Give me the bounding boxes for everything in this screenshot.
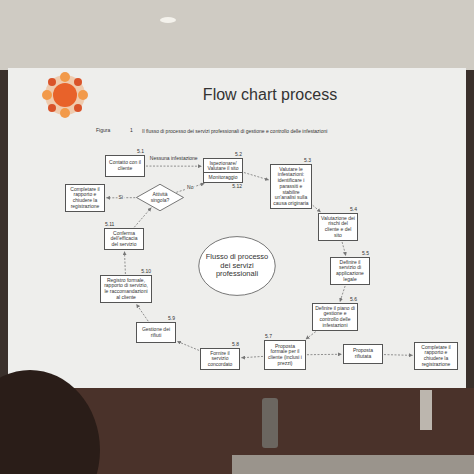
glass <box>420 390 432 430</box>
node-text: Valutare le infestazioni: identificare i… <box>271 165 311 208</box>
step-number: 5.2 <box>235 152 242 157</box>
step-number: 5.5 <box>362 251 369 256</box>
table <box>232 455 474 474</box>
step-number: 5.8 <box>232 342 239 347</box>
node-body: Proposta rifiutata <box>344 347 382 362</box>
step-number: 5.10 <box>141 269 151 274</box>
bottle <box>262 398 278 448</box>
decision-diamond: Attività singola? <box>136 184 184 211</box>
node-body: Proposta formale per il cliente (inclusi… <box>265 342 305 368</box>
edge-label: Sì <box>118 195 125 201</box>
ellipse-shape <box>199 237 275 296</box>
step-number: 5.9 <box>168 316 175 321</box>
node-text: Conferma dell'efficacia del servizio <box>105 229 143 249</box>
flow-connector <box>134 208 151 228</box>
projection-screen <box>8 68 466 388</box>
edge-label: Nessuna infestazione <box>149 156 199 162</box>
node-text: Proposta rifiutata <box>344 347 382 362</box>
node-text: Completare il rapporto e chiudere la reg… <box>415 343 457 369</box>
flow-connector <box>241 356 263 357</box>
node-body: Registro formale, rapporto di servizio, … <box>101 276 151 302</box>
ceiling-light <box>160 17 176 23</box>
flow-connector <box>244 173 269 180</box>
node-text: Proposta formale per il cliente (inclusi… <box>265 342 305 368</box>
node-text: Monitoraggio <box>207 173 240 182</box>
node-body: Definire il servizio di applicazione leg… <box>331 258 369 284</box>
step-number: 5.4 <box>350 207 357 212</box>
flow-connector <box>307 354 342 355</box>
figure-label: 1 <box>130 128 133 134</box>
node-body: Completare il rapporto e chiudere la reg… <box>66 185 104 211</box>
process-box: 5.1Contatto con il cliente <box>105 155 145 177</box>
node-body: Contatto con il cliente <box>106 159 144 174</box>
flow-connector <box>146 166 202 167</box>
node-body: Fornire il servizio concordato <box>201 349 239 369</box>
node-body: Gestione dei rifiuti <box>137 325 175 340</box>
process-box: Completare il rapporto e chiudere la reg… <box>65 184 105 212</box>
node-text: Definire il servizio di applicazione leg… <box>331 258 369 284</box>
flow-connector <box>342 242 346 256</box>
step-number: 5.7 <box>265 334 272 339</box>
process-box: Completare il rapporto e chiudere la reg… <box>414 342 458 370</box>
process-box: 5.12Monitoraggio <box>203 172 243 183</box>
process-box: 5.10Registro formale, rapporto di serviz… <box>100 275 152 303</box>
node-body: Flusso di processo dei servizi professio… <box>198 253 276 279</box>
process-box: 5.11Conferma dell'efficacia del servizio <box>104 228 144 250</box>
node-text: Definire il piano di gestione e controll… <box>313 304 357 330</box>
flow-connector <box>137 304 149 321</box>
node-text: Flusso di processo dei servizi professio… <box>198 253 276 279</box>
center-ellipse: Flusso di processo dei servizi professio… <box>198 236 276 296</box>
node-text: Completare il rapporto e chiudere la reg… <box>66 185 104 211</box>
flow-connector <box>176 183 204 192</box>
audience-head <box>0 370 100 474</box>
node-body: Valutazione dei rischi del cliente e del… <box>319 214 357 240</box>
step-number: 5.12 <box>232 184 242 189</box>
node-text: Attività singola? <box>136 192 184 204</box>
node-body: Attività singola? <box>136 192 184 204</box>
process-box: 5.5Definire il servizio di applicazione … <box>330 257 370 285</box>
flow-connector <box>306 332 316 339</box>
edge-label: No <box>186 185 194 191</box>
step-number: 5.11 <box>105 222 114 227</box>
process-box: Proposta rifiutata <box>343 344 383 364</box>
node-body: Completare il rapporto e chiudere la reg… <box>415 343 457 369</box>
node-text: Registro formale, rapporto di servizio, … <box>101 276 151 302</box>
node-body: Conferma dell'efficacia del servizio <box>105 229 143 249</box>
process-box: 5.4Valutazione dei rischi del cliente e … <box>318 213 358 241</box>
figure-label: Figura <box>96 128 110 134</box>
step-number: 5.3 <box>304 158 311 163</box>
flow-connector <box>340 286 345 302</box>
diamond-shape <box>136 184 183 210</box>
flow-connector <box>384 354 413 356</box>
flow-connector <box>177 341 199 350</box>
figure-caption: Il flusso di processo dei servizi profes… <box>142 128 327 134</box>
slide-title: Flow chart process <box>150 86 390 104</box>
wall <box>0 0 474 70</box>
node-text: Gestione dei rifiuti <box>137 325 175 340</box>
node-body: Definire il piano di gestione e controll… <box>313 304 357 330</box>
node-text: Fornire il servizio concordato <box>201 349 239 369</box>
node-text: Valutazione dei rischi del cliente e del… <box>319 214 357 240</box>
process-box: 5.6Definire il piano di gestione e contr… <box>312 303 358 331</box>
logo <box>42 72 88 118</box>
node-body: Valutare le infestazioni: identificare i… <box>271 165 311 208</box>
flow-connector <box>313 205 321 212</box>
process-box: 5.3Valutare le infestazioni: identificar… <box>270 164 312 209</box>
process-box: 5.7Proposta formale per il cliente (incl… <box>264 340 306 370</box>
node-text: Contatto con il cliente <box>106 159 144 174</box>
step-number: 5.6 <box>350 297 357 302</box>
node-body: Monitoraggio <box>207 173 240 182</box>
flow-connector <box>124 252 126 274</box>
step-number: 5.1 <box>137 149 144 154</box>
process-box: 5.8Fornire il servizio concordato <box>200 348 240 370</box>
process-box: 5.9Gestione dei rifiuti <box>136 322 176 343</box>
